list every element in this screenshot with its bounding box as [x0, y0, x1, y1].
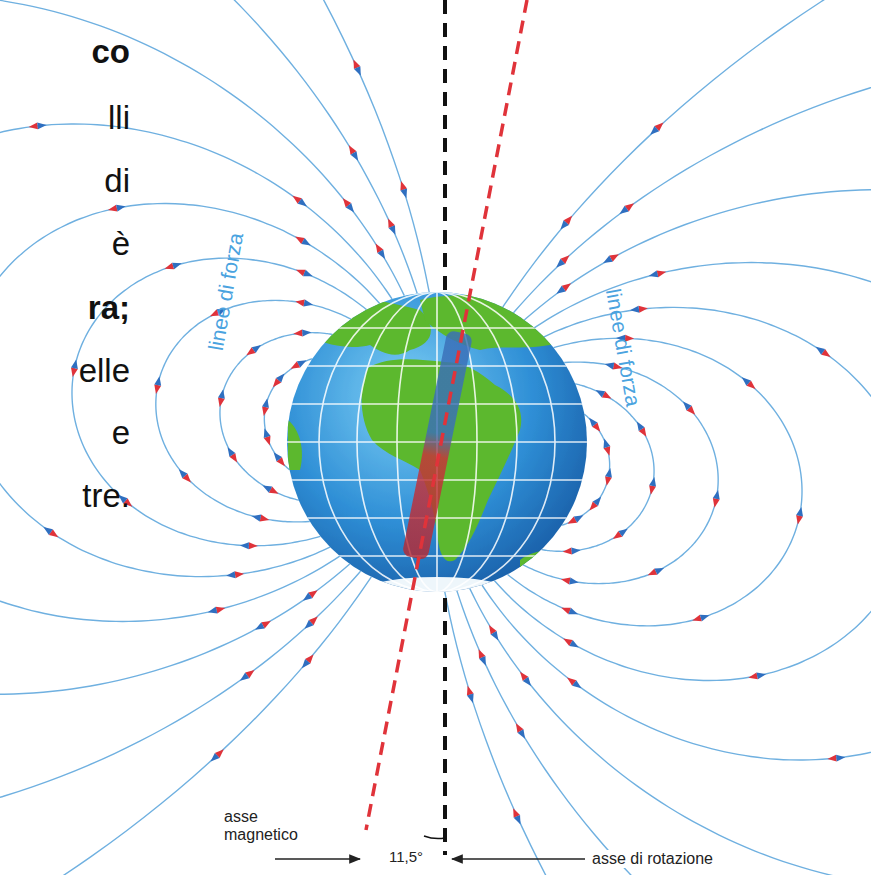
compass-needle [299, 652, 316, 670]
compass-needle [794, 506, 804, 525]
slide-text: elle [79, 353, 130, 389]
compass-needle [680, 399, 697, 417]
compass-needle [554, 280, 573, 296]
compass-needle [566, 512, 585, 527]
compass-needle [385, 217, 399, 236]
compass-needle [648, 268, 667, 279]
compass-needle [271, 450, 288, 468]
compass-needle [176, 467, 193, 485]
compass-needle [740, 375, 758, 392]
compass-needle [293, 234, 312, 249]
compass-needle [163, 260, 182, 272]
slide-text: di [104, 163, 130, 199]
compass-needle [295, 298, 314, 308]
compass-needle [251, 513, 270, 524]
compass-needle [560, 604, 579, 617]
field-line [378, 0, 871, 875]
compass-needle [560, 576, 579, 586]
compass-needle [510, 807, 524, 826]
compass-needle [216, 389, 226, 408]
compass-needle [261, 482, 280, 497]
compass-needle [586, 415, 603, 433]
compass-needle [289, 357, 308, 372]
angle-arc [424, 836, 445, 839]
compass-needle [691, 612, 710, 624]
compass-needle [464, 685, 476, 704]
compass-needle [208, 747, 226, 764]
compass-needle [814, 344, 833, 360]
compass-needle [617, 200, 636, 216]
slide-text: lli [108, 100, 130, 136]
axis-label: asse magnetico [222, 808, 298, 843]
compass-needle [601, 251, 620, 266]
compass-needle [207, 605, 226, 616]
slide-text: co [91, 34, 130, 70]
compass-needle [601, 437, 613, 456]
slide-text: è [112, 226, 130, 262]
compass-needle [302, 614, 320, 631]
slide-text: ra; [88, 290, 130, 326]
compass-needle [486, 623, 501, 642]
field-line-label: linee di forza [204, 231, 247, 352]
compass-needle [69, 359, 79, 378]
compass-needle [398, 180, 410, 199]
compass-needle [748, 671, 767, 681]
compass-needle [270, 371, 287, 389]
compass-needle [562, 547, 581, 555]
slide-text: tre. [82, 478, 130, 514]
compass-needle [517, 670, 534, 689]
compass-needle [646, 565, 665, 579]
compass-needle [238, 667, 257, 683]
compass-needle [634, 420, 649, 439]
compass-needle [261, 427, 273, 446]
compass-needle [475, 648, 489, 667]
compass-needle [225, 445, 241, 464]
compass-needle [107, 203, 126, 213]
compass-needle [226, 570, 245, 579]
compass-needle [293, 329, 312, 338]
compass-needle [373, 242, 388, 261]
compass-needle [558, 214, 575, 232]
compass-needle [290, 193, 309, 209]
compass-needle [153, 376, 163, 395]
angle-value: 11,5° [387, 849, 425, 866]
compass-needle [244, 342, 263, 358]
compass-needle [240, 542, 258, 549]
compass-needle [28, 121, 47, 130]
compass-needle [827, 754, 846, 763]
pointer-line [452, 858, 585, 860]
compass-needle [295, 267, 314, 280]
magnetic-axis [366, 0, 527, 830]
compass-needle [647, 476, 657, 495]
compass-needle [346, 144, 361, 163]
axis-label: asse di rotazione [590, 850, 715, 868]
compass-needle [260, 398, 270, 417]
compass-needle [603, 467, 613, 486]
field-line-label: linee di forza [602, 287, 645, 408]
compass-needle [565, 675, 584, 691]
compass-needle [554, 253, 572, 270]
compass-needle [711, 489, 721, 508]
slide-text: e [112, 415, 130, 451]
compass-needle [611, 526, 630, 542]
compass-needle [350, 58, 364, 77]
compass-needle [587, 495, 604, 513]
pointer-line [275, 858, 360, 860]
compass-needle [301, 587, 320, 603]
compass-needle [253, 618, 272, 633]
compass-needle [340, 196, 357, 214]
compass-needle [41, 524, 60, 540]
globe [280, 290, 600, 613]
compass-needle [648, 120, 666, 137]
compass-needle [630, 305, 649, 314]
compass-needle [513, 721, 528, 740]
field-line [0, 0, 584, 875]
compass-needle [594, 387, 613, 402]
compass-needle [561, 636, 580, 651]
